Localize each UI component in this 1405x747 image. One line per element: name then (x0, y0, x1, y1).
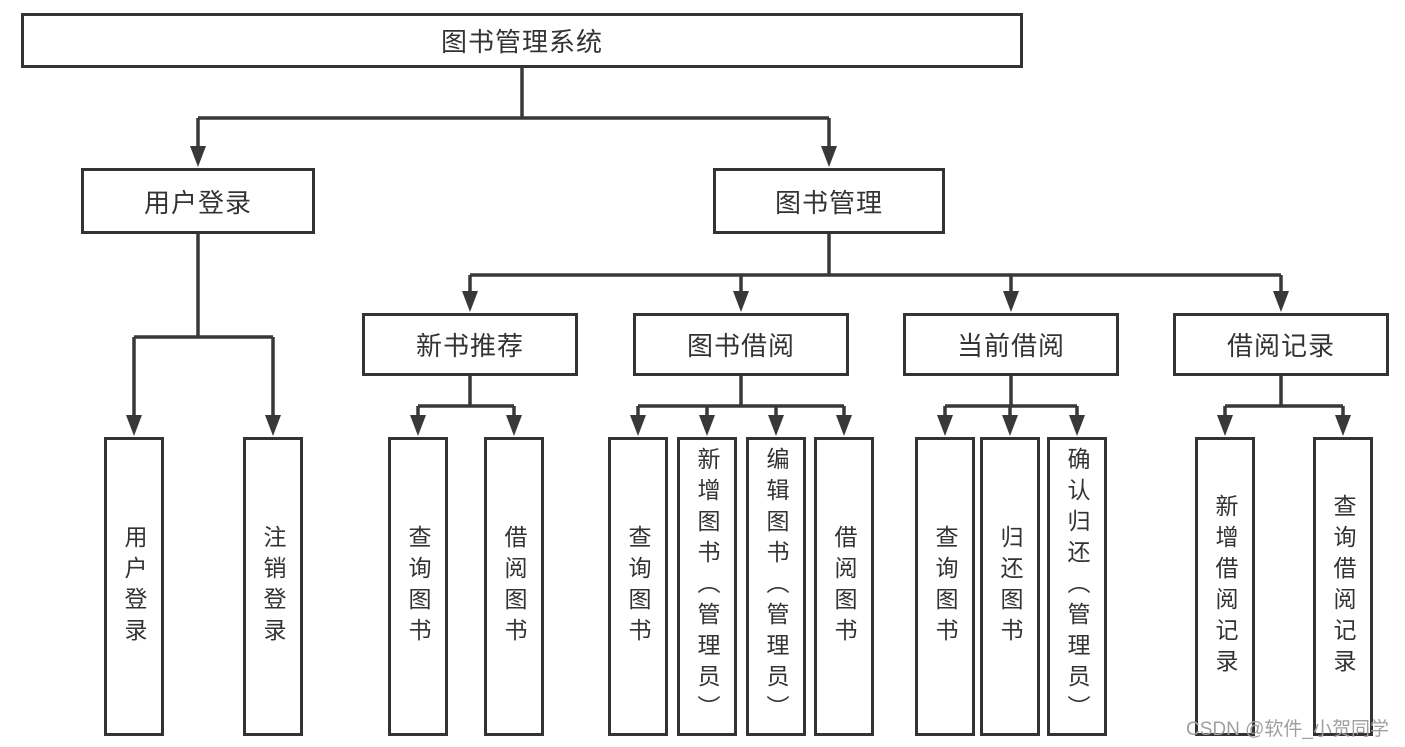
leaf-current-query-book: 查询图书 (915, 437, 975, 736)
leaf-user-login: 用户登录 (104, 437, 164, 736)
node-book-borrowing: 图书借阅 (633, 313, 849, 376)
node-borrow-records: 借阅记录 (1173, 313, 1389, 376)
leaf-recommend-query-book: 查询图书 (388, 437, 448, 736)
node-user-login: 用户登录 (81, 168, 315, 234)
leaf-return-book: 归还图书 (980, 437, 1040, 736)
csdn-watermark: CSDN @软件_小贺同学 (1186, 719, 1389, 740)
arrowhead-icons (126, 146, 1351, 436)
leaf-borrowing-borrow-book: 借阅图书 (814, 437, 874, 736)
leaf-query-borrow-record: 查询借阅记录 (1313, 437, 1373, 736)
leaf-confirm-return-admin: 确认归还（管理员） (1047, 437, 1107, 736)
leaf-borrowing-query-book: 查询图书 (608, 437, 668, 736)
node-current-borrowing: 当前借阅 (903, 313, 1119, 376)
leaf-recommend-borrow-book: 借阅图书 (484, 437, 544, 736)
leaf-add-borrow-record: 新增借阅记录 (1195, 437, 1255, 736)
leaf-logout: 注销登录 (243, 437, 303, 736)
leaf-add-book-admin: 新增图书（管理员） (677, 437, 737, 736)
leaf-edit-book-admin: 编辑图书（管理员） (746, 437, 806, 736)
node-new-book-recommend: 新书推荐 (362, 313, 578, 376)
connector-lines (132, 68, 1345, 419)
node-book-management: 图书管理 (713, 168, 945, 234)
node-root: 图书管理系统 (21, 13, 1023, 68)
